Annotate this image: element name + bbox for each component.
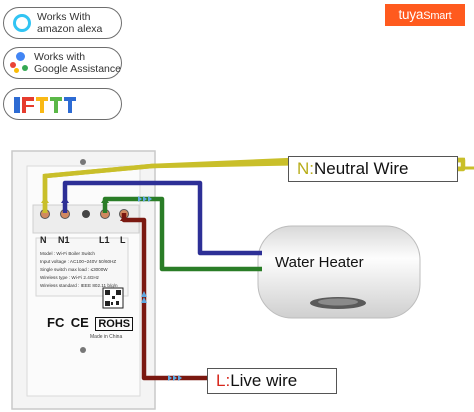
spec-line: Single switch max load : ≤3000W [40,267,108,272]
made-in-label: Made in China [90,334,123,340]
qr-code [102,287,124,309]
flow-chevrons [138,196,182,381]
brand-suffix: Smart [423,10,452,22]
google-badge: Works with Google Assistance [3,47,122,79]
rohs-mark: ROHS [95,317,134,331]
live-prefix: L: [216,371,231,390]
ifttt-badge: IFTTT [3,88,122,120]
terminal-label-n1: N1 [58,235,70,245]
spec-line: Input voltage : AC100~240V 50/60HZ [40,259,117,264]
google-line2: Google Assistance [34,63,121,75]
water-heater-label: Water Heater [275,254,364,271]
arrow-n1 [61,197,69,203]
spec-text: Model : Wi-Fi Boiler Switch Input voltag… [40,250,128,290]
arrow-l [120,215,128,221]
screw-hole-top [80,159,86,165]
spec-line: Model : Wi-Fi Boiler Switch [40,251,95,256]
arrow-l1 [101,197,109,203]
spec-line: Wireless type : Wi-Fi 2.4GHz [40,275,99,280]
live-text: Live wire [230,371,298,390]
arrow-n [41,197,49,203]
blue-wire [62,180,262,256]
terminal-label-n: N [40,235,47,245]
neutral-wire-callout: N:Neutral Wire [288,156,458,182]
spec-line: Wireless standard : IEEE 802.11 b/g/n [40,283,118,288]
google-assistant-icon [7,51,31,75]
terminal-label-l1: L1 [99,235,110,245]
green-wire [102,196,262,272]
ifttt-logo-icon [14,97,76,113]
brand-name: tuya [398,7,424,22]
terminal-blank [82,210,90,218]
terminal-label-l: L [120,235,126,245]
alexa-icon [13,14,31,32]
spec-label [35,237,129,297]
neutral-text: Neutral Wire [314,159,409,178]
alexa-badge: Works With amazon alexa [3,7,122,39]
live-wire-callout: L:Live wire [207,368,337,394]
screw-hole-bottom [80,347,86,353]
water-heater-tank [257,225,421,319]
ce-mark: CE [70,315,89,330]
fc-mark: FC [47,315,65,330]
neutral-prefix: N: [297,159,314,178]
google-line1: Works with [34,51,86,63]
cert-marks: FC CE ROHS [47,314,134,332]
tuya-smart-logo: tuyaSmart [385,4,465,26]
alexa-line2: amazon alexa [37,23,103,35]
alexa-line1: Works With [37,11,91,23]
